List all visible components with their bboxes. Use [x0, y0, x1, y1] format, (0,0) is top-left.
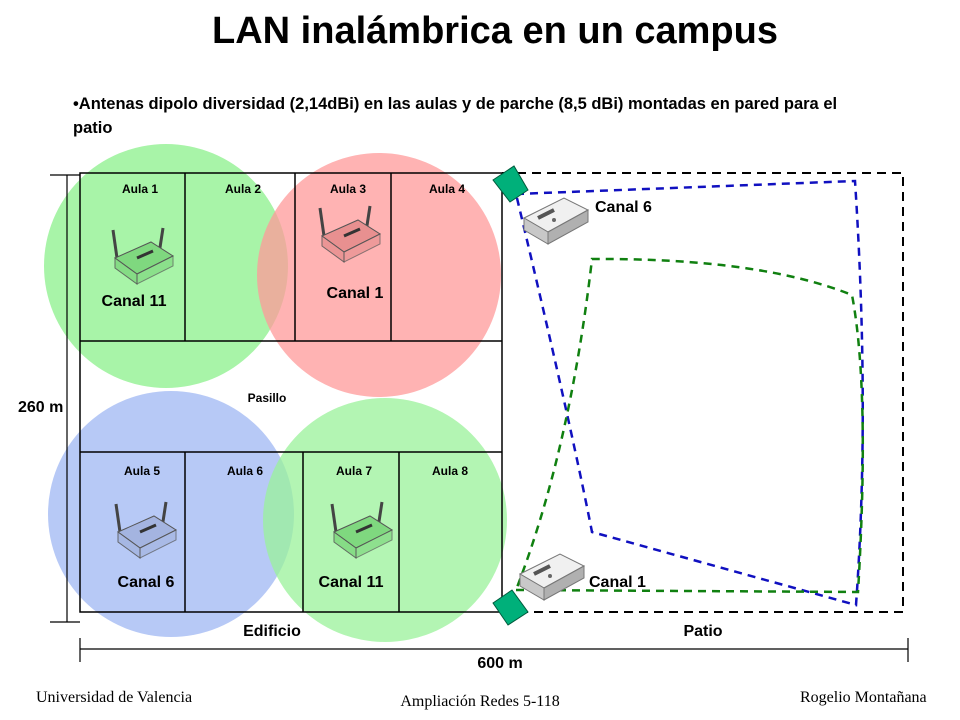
- channel-label-ap2: Canal 1: [327, 285, 384, 302]
- patio-label: Patio: [683, 623, 722, 640]
- room-label: Aula 6: [227, 464, 263, 478]
- room-label: Aula 8: [432, 464, 468, 478]
- height-dimension: [50, 174, 80, 623]
- patch-antenna-icon: [492, 165, 529, 203]
- room-label: Aula 2: [225, 182, 261, 196]
- access-point-box-icon: [518, 552, 586, 602]
- patio-coverage-bottom: [514, 257, 865, 594]
- bullet-text: •Antenas dipolo diversidad (2,14dBi) en …: [73, 95, 838, 137]
- height-label: 260 m: [18, 399, 63, 416]
- room-label: Aula 1: [122, 182, 158, 196]
- channel-label-ap1: Canal 11: [102, 293, 167, 310]
- slide-title: LAN inalámbrica en un campus: [212, 10, 778, 52]
- channel-label-ap4: Canal 11: [319, 574, 384, 591]
- width-dimension: [79, 638, 909, 662]
- building-label: Edificio: [243, 623, 301, 640]
- patch-antenna-icon: [492, 589, 529, 626]
- coverage-ap2: [257, 153, 501, 397]
- room-label: Aula 7: [336, 464, 372, 478]
- building-floorplan: [79, 172, 503, 613]
- width-label: 600 m: [477, 655, 522, 672]
- room-label: Aula 3: [330, 182, 366, 196]
- channel-label-ap3: Canal 6: [118, 574, 175, 591]
- channel-label-patio-bottom: Canal 1: [589, 574, 646, 591]
- channel-label-patio-top: Canal 6: [595, 199, 652, 216]
- corridor-label: Pasillo: [248, 391, 287, 405]
- room-label: Aula 4: [429, 182, 465, 196]
- room-label: Aula 5: [124, 464, 160, 478]
- coverage-ap4: [263, 398, 507, 642]
- footer-author: Rogelio Montañana: [800, 689, 927, 706]
- footer-course: Ampliación Redes 5-118: [400, 693, 560, 710]
- patio-outline: [502, 172, 904, 613]
- coverage-ap3: [48, 391, 294, 637]
- access-point-box-icon: [522, 196, 590, 246]
- footer-university: Universidad de Valencia: [36, 689, 193, 706]
- patio-coverage-top: [514, 179, 865, 607]
